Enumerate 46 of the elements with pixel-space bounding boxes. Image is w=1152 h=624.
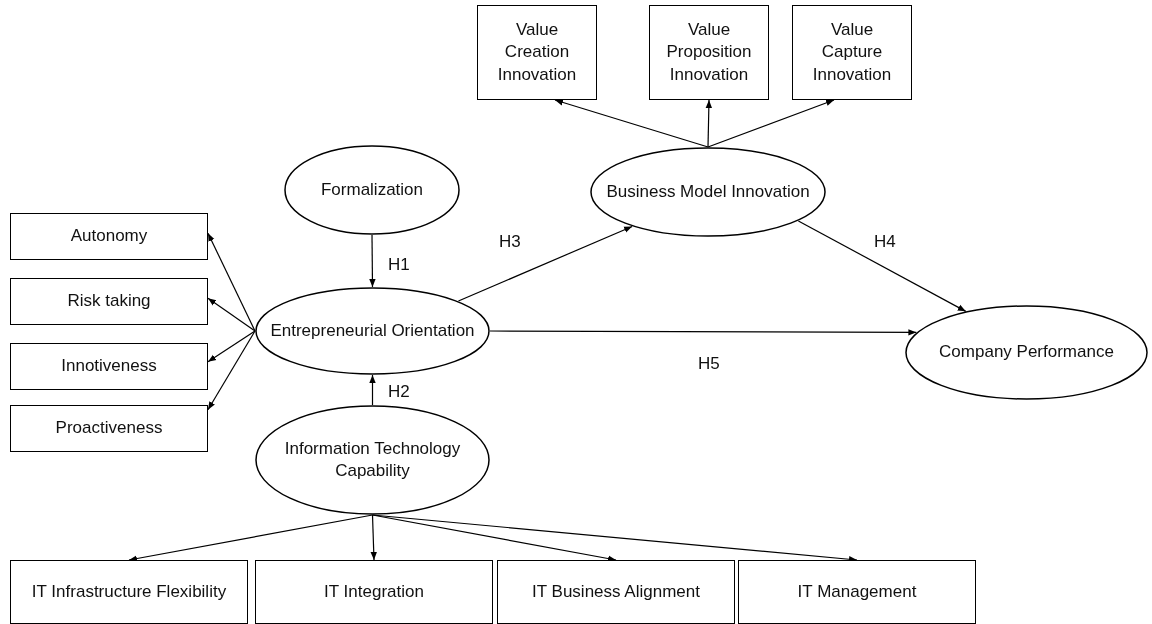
indicator-box	[255, 560, 493, 624]
construct-ellipse	[284, 145, 460, 235]
node-label: Risk taking	[67, 290, 151, 313]
node-label: IT Infrastructure Flexibility	[31, 580, 227, 603]
indicator-box	[792, 5, 912, 100]
construct-ellipse	[590, 147, 826, 237]
arrow	[457, 225, 633, 302]
node-label: Formalization	[320, 178, 423, 201]
node-label: IT Business Alignment	[532, 580, 700, 603]
construct-ellipse	[255, 405, 490, 515]
indicator-box	[649, 5, 769, 100]
arrow	[370, 514, 377, 561]
construct-ellipse	[255, 287, 490, 375]
node-label: Entrepreneurial Orientation	[270, 319, 475, 342]
arrow	[207, 330, 256, 411]
indicator-box	[738, 560, 976, 624]
arrow	[128, 514, 374, 562]
arrow	[207, 297, 256, 332]
arrow	[707, 99, 835, 148]
indicator-box	[497, 560, 735, 624]
node-label: Value Creation Innovation	[496, 19, 578, 86]
node-label: Information Technology Capability	[283, 437, 462, 482]
indicator-box	[477, 5, 597, 100]
node-label: Autonomy	[70, 225, 148, 248]
arrow	[207, 330, 256, 363]
arrow	[554, 99, 709, 148]
indicator-box	[10, 343, 208, 390]
indicator-box	[10, 213, 208, 260]
node-label: IT Management	[797, 580, 917, 603]
node-label: Proactiveness	[55, 417, 163, 440]
node-label: Business Model Innovation	[606, 180, 810, 203]
indicator-box	[10, 278, 208, 325]
node-label: Value Capture Innovation	[811, 19, 893, 86]
indicator-box	[10, 405, 208, 452]
node-label: IT Integration	[324, 580, 424, 603]
arrow	[207, 232, 256, 332]
node-label: Company Performance	[939, 341, 1114, 364]
indicator-box	[10, 560, 248, 624]
node-label: Value Proposition Innovation	[665, 19, 753, 86]
node-label: Innotiveness	[61, 355, 157, 378]
arrow	[489, 329, 917, 336]
arrow	[705, 99, 713, 148]
arrow	[369, 234, 376, 288]
arrow	[369, 374, 376, 406]
construct-ellipse	[905, 305, 1148, 400]
arrow	[797, 220, 967, 312]
